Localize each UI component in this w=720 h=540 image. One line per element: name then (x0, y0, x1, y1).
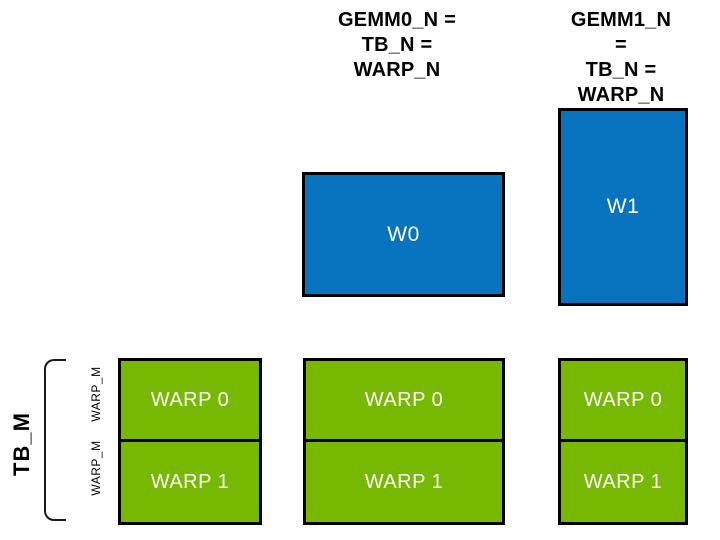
warp1-cell: WARP 1 (558, 442, 688, 525)
warp-tile-w1-label: W1 (606, 195, 640, 218)
tb-m-bracket (44, 359, 66, 521)
warp-m-label-top: WARP_M (89, 366, 103, 422)
warp0-cell: WARP 0 (118, 358, 262, 442)
warp1-cell: WARP 1 (118, 442, 262, 525)
gemm0-dimension-label: GEMM0_N = TB_N = WARP_N (338, 9, 456, 81)
warp0-cell-label: WARP 0 (583, 388, 663, 411)
warp-tile-w0: W0 (302, 172, 505, 297)
warp-tile-w0-label: W0 (387, 222, 420, 246)
warp1-cell-label: WARP 1 (583, 470, 663, 493)
warp-column-3: WARP 0 WARP 1 (558, 358, 688, 525)
gemm1-dimension-label: GEMM1_N = TB_N = WARP_N (570, 9, 672, 106)
warp0-cell: WARP 0 (303, 358, 505, 442)
warp1-cell: WARP 1 (303, 442, 505, 525)
warp-tile-w1: W1 (558, 108, 688, 306)
warp0-cell: WARP 0 (558, 358, 688, 442)
warp-column-1: WARP 0 WARP 1 (118, 358, 262, 525)
warp-m-label-bottom: WARP_M (89, 440, 103, 496)
warp0-cell-label: WARP 0 (150, 388, 230, 411)
warp-column-2: WARP 0 WARP 1 (303, 358, 505, 525)
warp1-cell-label: WARP 1 (150, 470, 230, 493)
tb-m-label: TB_M (9, 412, 34, 476)
warp0-cell-label: WARP 0 (364, 388, 444, 411)
warp1-cell-label: WARP 1 (364, 470, 444, 493)
